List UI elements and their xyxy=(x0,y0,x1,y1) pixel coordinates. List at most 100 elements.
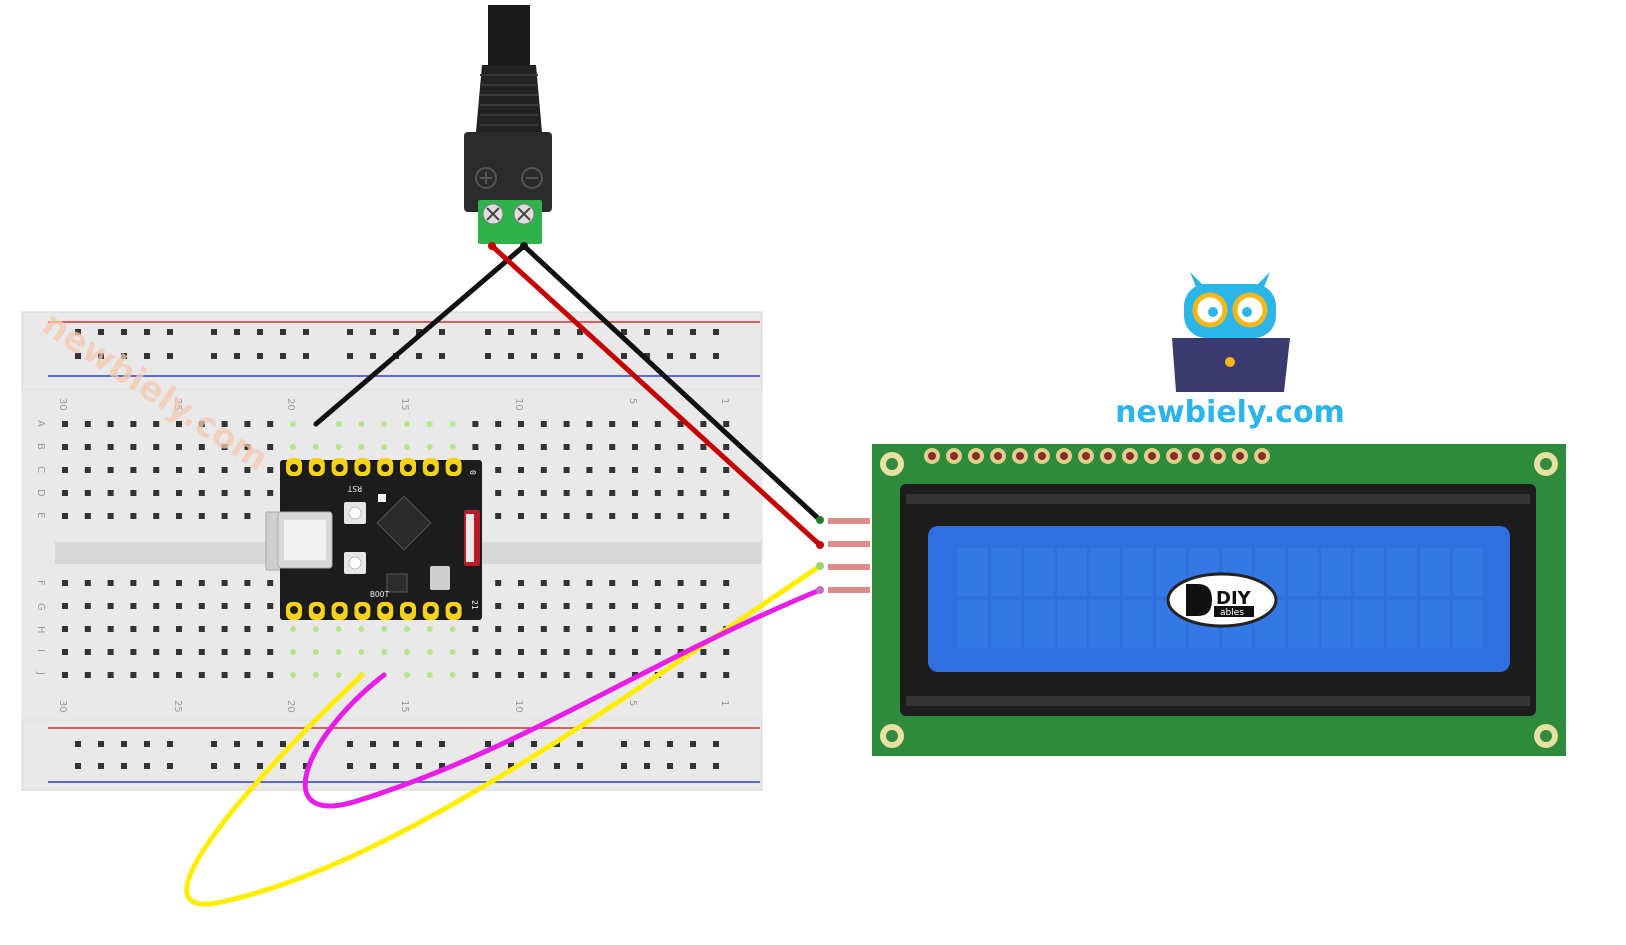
rail-hole xyxy=(439,353,445,359)
breadboard-hole xyxy=(290,672,296,678)
breadboard-hole xyxy=(495,580,502,586)
lcd-char-cell xyxy=(1057,548,1087,596)
breadboard-hole xyxy=(404,626,410,632)
rail-hole xyxy=(144,741,150,747)
breadboard-hole xyxy=(130,444,137,450)
breadboard-hole xyxy=(62,513,68,519)
rail-hole xyxy=(234,353,240,359)
esp-pin-hole xyxy=(404,464,412,472)
breadboard-hole xyxy=(198,603,205,609)
breadboard-hole xyxy=(153,467,160,473)
dc-power-jack xyxy=(464,5,552,244)
breadboard-hole xyxy=(84,649,91,655)
rail-hole xyxy=(234,329,240,335)
lcd-char-cell xyxy=(1321,600,1351,648)
breadboard-hole xyxy=(563,649,570,655)
esp32-chip xyxy=(376,495,432,551)
rail-hole xyxy=(577,329,583,335)
breadboard-hole xyxy=(221,626,228,632)
lcd-char-cell xyxy=(958,600,988,648)
lcd-char-cell xyxy=(1123,600,1153,648)
lcd-char-cell xyxy=(1024,548,1054,596)
rst-button-cap xyxy=(348,506,362,520)
usb-c-port-inner xyxy=(284,520,326,560)
breadboard-hole xyxy=(449,444,456,450)
lcd-char-cell xyxy=(991,600,1021,648)
breadboard-hole xyxy=(586,580,593,586)
breadboard-hole xyxy=(540,626,547,632)
breadboard-hole xyxy=(586,649,593,655)
wire-end-scl xyxy=(816,586,824,594)
breadboard-hole xyxy=(518,467,524,473)
lcd-char-cell xyxy=(1288,548,1318,596)
breadboard-hole xyxy=(176,467,182,473)
breadboard-hole xyxy=(609,580,616,586)
breadboard-hole xyxy=(312,649,319,655)
breadboard-hole xyxy=(198,626,205,632)
breadboard-hole xyxy=(723,421,730,427)
esp-pin-hole xyxy=(335,464,344,472)
breadboard-hole xyxy=(540,580,547,586)
rail-hole xyxy=(303,329,309,335)
breadboard-hole xyxy=(700,467,707,473)
breadboard-hole xyxy=(267,467,274,473)
rail-hole xyxy=(393,329,399,335)
breadboard-hole xyxy=(107,626,114,632)
lcd-char-cell xyxy=(1453,548,1483,596)
col-label-30: 30 xyxy=(57,398,68,411)
lcd-char-cell xyxy=(1387,600,1417,648)
breadboard-hole xyxy=(176,421,182,427)
breadboard-hole xyxy=(221,513,228,519)
breadboard-hole xyxy=(540,490,547,496)
breadboard-hole xyxy=(381,444,388,450)
rail-hole xyxy=(667,353,673,359)
breadboard-hole xyxy=(540,421,547,427)
wire-red-vcc-lcd xyxy=(489,243,823,548)
breadboard-hole xyxy=(609,626,616,632)
rail-hole xyxy=(280,353,286,359)
col-label-20-b: 20 xyxy=(285,700,296,713)
breadboard-hole xyxy=(426,444,433,450)
rail-hole xyxy=(75,741,81,747)
rail-hole xyxy=(439,329,445,335)
breadboard-hole xyxy=(632,421,638,427)
lcd-brand-top: DIY xyxy=(1216,588,1252,609)
wire-end-sda xyxy=(816,562,824,570)
lcd-header-pin-hole xyxy=(1258,452,1266,460)
breadboard-hole xyxy=(153,444,160,450)
lcd-char-cell xyxy=(1024,600,1054,648)
breadboard-hole xyxy=(563,490,570,496)
breadboard-hole xyxy=(495,626,502,632)
breadboard-hole xyxy=(586,672,593,678)
breadboard-hole xyxy=(609,672,616,678)
breadboard-hole xyxy=(654,580,661,586)
rail-hole xyxy=(347,353,353,359)
rail-hole xyxy=(554,353,560,359)
breadboard-hole xyxy=(586,603,593,609)
breadboard-hole xyxy=(267,580,274,586)
lcd-char-cell xyxy=(1387,548,1417,596)
rail-hole xyxy=(98,329,104,335)
breadboard-hole xyxy=(312,444,319,450)
lcd-header-pin-hole xyxy=(1016,452,1024,460)
rail-hole xyxy=(303,741,309,747)
breadboard-hole xyxy=(267,421,274,427)
breadboard-hole xyxy=(677,490,684,496)
breadboard-hole xyxy=(62,649,68,655)
rail-holes xyxy=(75,329,719,769)
breadboard-hole xyxy=(426,626,433,632)
breadboard-hole xyxy=(700,580,707,586)
breadboard-hole xyxy=(677,513,684,519)
breadboard-hole xyxy=(563,444,570,450)
breadboard-hole xyxy=(62,626,68,632)
breadboard-hole xyxy=(107,490,114,496)
rail-hole xyxy=(280,763,286,769)
lcd-char-cell xyxy=(1453,600,1483,648)
esp-pin-hole xyxy=(381,464,390,472)
rail-hole xyxy=(644,763,650,769)
row-label-h: H xyxy=(35,626,46,634)
rail-hole xyxy=(508,353,514,359)
row-label-i: I xyxy=(35,649,46,652)
breadboard-hole xyxy=(198,513,205,519)
